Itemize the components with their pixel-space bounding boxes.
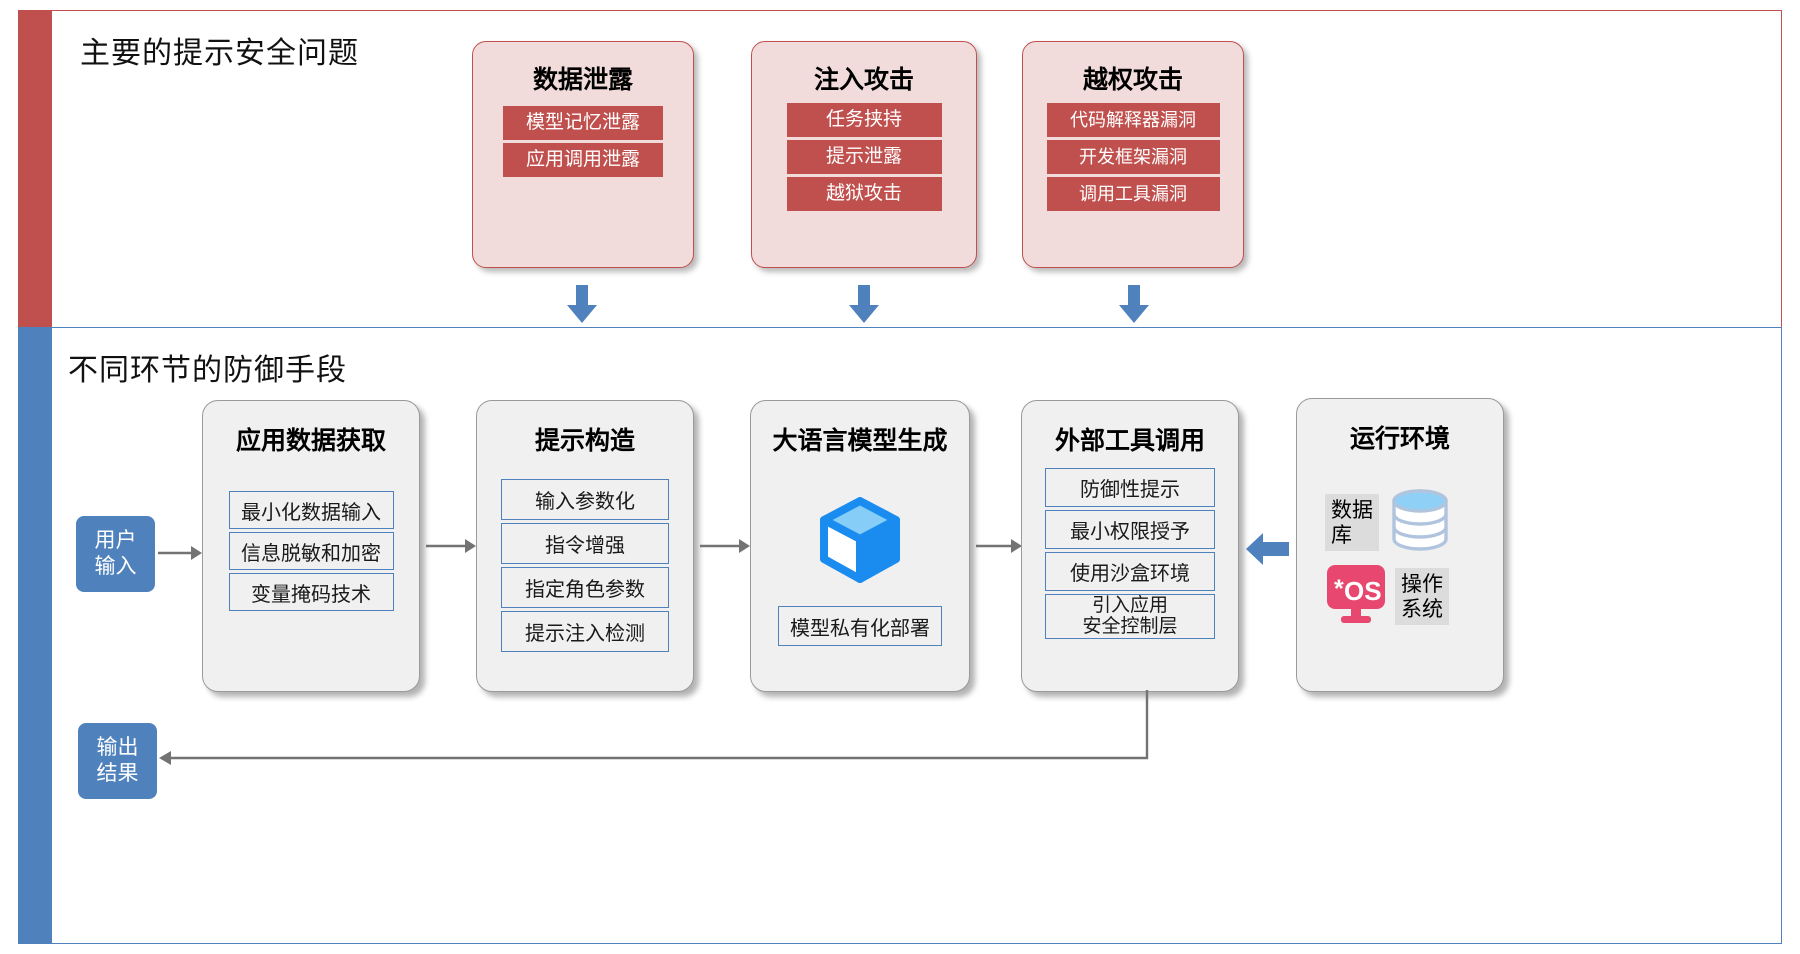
database-label: 数据 库 bbox=[1325, 494, 1379, 551]
down-arrow-icon bbox=[565, 285, 599, 325]
threat-item[interactable]: 提示泄露 bbox=[786, 140, 942, 174]
stage-item[interactable]: 最小化数据输入 bbox=[228, 491, 394, 529]
threat-item-list: 模型记忆泄露 应用调用泄露 bbox=[473, 106, 693, 177]
threat-card-title: 注入攻击 bbox=[813, 67, 914, 94]
cube-icon bbox=[751, 497, 969, 585]
arrow-stage3-to-stage4 bbox=[976, 539, 1022, 553]
down-arrow-icon bbox=[1117, 285, 1151, 325]
stage-card-runtime-environment: 运行环境 数据 库 * OS bbox=[1296, 398, 1504, 692]
os-icon: * OS bbox=[1325, 563, 1387, 630]
stage-title: 外部工具调用 bbox=[1054, 428, 1205, 455]
threat-card-title: 数据泄露 bbox=[532, 67, 633, 94]
threat-item[interactable]: 开发框架漏洞 bbox=[1046, 140, 1220, 174]
threat-card-injection-attack: 注入攻击 任务挟持 提示泄露 越狱攻击 bbox=[751, 41, 977, 268]
threat-item[interactable]: 越狱攻击 bbox=[786, 177, 942, 211]
threat-item[interactable]: 代码解释器漏洞 bbox=[1046, 103, 1220, 137]
stage-title: 大语言模型生成 bbox=[772, 428, 948, 455]
database-icon bbox=[1387, 487, 1453, 558]
stage-card-prompt-construction: 提示构造 输入参数化 指令增强 指定角色参数 提示注入检测 bbox=[476, 400, 694, 692]
output-result-node[interactable]: 输出 结果 bbox=[78, 723, 157, 799]
threat-item[interactable]: 应用调用泄露 bbox=[503, 143, 663, 177]
stage-item[interactable]: 提示注入检测 bbox=[501, 611, 669, 652]
defense-section-title: 不同环节的防御手段 bbox=[68, 354, 347, 387]
svg-text:*: * bbox=[1334, 575, 1344, 603]
threat-item[interactable]: 模型记忆泄露 bbox=[503, 106, 663, 140]
arrow-stage2-to-stage3 bbox=[700, 539, 750, 553]
stage-item-list: 模型私有化部署 bbox=[751, 606, 969, 646]
stage-title: 提示构造 bbox=[534, 428, 635, 455]
down-arrow-icon bbox=[847, 285, 881, 325]
stage-item-list: 输入参数化 指令增强 指定角色参数 提示注入检测 bbox=[477, 479, 693, 652]
user-input-line2: 输入 bbox=[94, 554, 137, 578]
threat-section-accent-bar bbox=[18, 10, 52, 328]
threat-card-title: 越权攻击 bbox=[1082, 67, 1183, 94]
threat-item-list: 代码解释器漏洞 开发框架漏洞 调用工具漏洞 bbox=[1023, 103, 1243, 211]
stage-title: 运行环境 bbox=[1349, 426, 1450, 453]
stage-card-external-tool-invocation: 外部工具调用 防御性提示 最小权限授予 使用沙盒环境 引入应用 安全控制层 bbox=[1021, 400, 1239, 692]
os-label: 操作 系统 bbox=[1395, 568, 1449, 625]
stage-item[interactable]: 引入应用 安全控制层 bbox=[1045, 594, 1215, 639]
output-result-line1: 输出 bbox=[96, 735, 139, 760]
stage-item[interactable]: 指定角色参数 bbox=[501, 567, 669, 608]
threat-card-data-leak: 数据泄露 模型记忆泄露 应用调用泄露 bbox=[472, 41, 694, 268]
stage-item-list: 最小化数据输入 信息脱敏和加密 变量掩码技术 bbox=[203, 491, 419, 611]
stage-item[interactable]: 使用沙盒环境 bbox=[1045, 552, 1215, 591]
stage-item[interactable]: 最小权限授予 bbox=[1045, 510, 1215, 549]
env-row-os: * OS 操作 系统 bbox=[1325, 563, 1449, 630]
threat-item[interactable]: 调用工具漏洞 bbox=[1046, 177, 1220, 211]
threat-item[interactable]: 任务挟持 bbox=[786, 103, 942, 137]
stage-card-data-acquisition: 应用数据获取 最小化数据输入 信息脱敏和加密 变量掩码技术 bbox=[202, 400, 420, 692]
stage-item[interactable]: 输入参数化 bbox=[501, 479, 669, 520]
env-row-database: 数据 库 bbox=[1325, 487, 1453, 558]
arrow-stage1-to-stage2 bbox=[426, 539, 476, 553]
user-input-line1: 用户 bbox=[94, 528, 137, 553]
arrow-user-input-to-stage1 bbox=[158, 546, 202, 560]
svg-text:OS: OS bbox=[1344, 576, 1382, 606]
threat-item-list: 任务挟持 提示泄露 越狱攻击 bbox=[752, 103, 976, 211]
stage-item[interactable]: 指令增强 bbox=[501, 523, 669, 564]
user-input-node[interactable]: 用户 输入 bbox=[76, 516, 155, 592]
stage-card-llm-generation: 大语言模型生成 模型私有化部署 bbox=[750, 400, 970, 692]
threat-section-title: 主要的提示安全问题 bbox=[80, 37, 359, 70]
defense-section-accent-bar bbox=[18, 327, 52, 944]
stage-title: 应用数据获取 bbox=[235, 428, 386, 455]
threat-card-privilege-escalation: 越权攻击 代码解释器漏洞 开发框架漏洞 调用工具漏洞 bbox=[1022, 41, 1244, 268]
arrow-tools-to-output bbox=[159, 690, 1149, 765]
stage-item[interactable]: 变量掩码技术 bbox=[228, 573, 394, 611]
stage-item[interactable]: 模型私有化部署 bbox=[778, 606, 942, 646]
stage-item[interactable]: 信息脱敏和加密 bbox=[228, 532, 394, 570]
output-result-line2: 结果 bbox=[96, 761, 139, 785]
stage-item-list: 防御性提示 最小权限授予 使用沙盒环境 引入应用 安全控制层 bbox=[1022, 468, 1238, 639]
left-arrow-icon bbox=[1246, 531, 1290, 572]
stage-item[interactable]: 防御性提示 bbox=[1045, 468, 1215, 507]
